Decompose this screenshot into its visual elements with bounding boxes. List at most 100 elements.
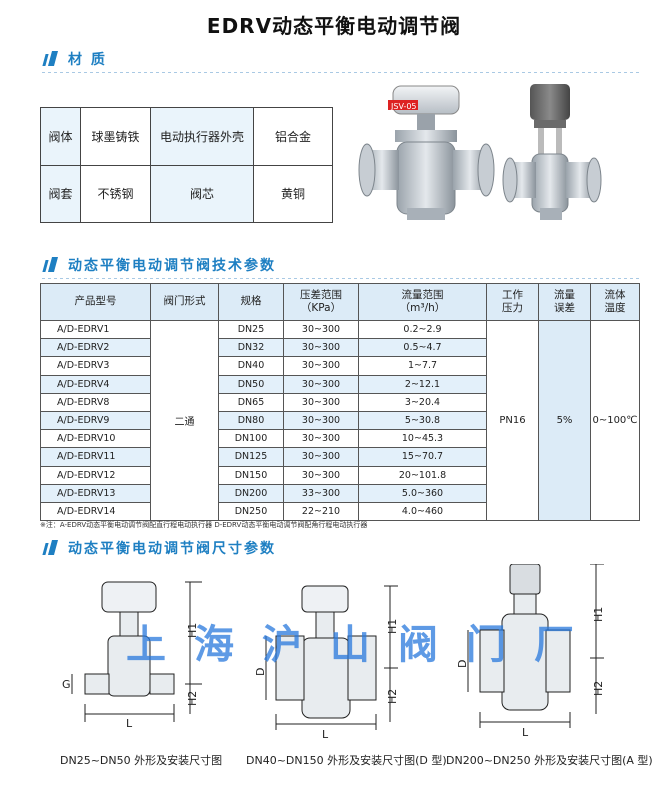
cell-valve-form: 二通	[150, 319, 219, 522]
cell-size: DN150	[218, 465, 284, 485]
column-header-size: 规格	[218, 283, 284, 321]
cell-flow: 3~20.4	[358, 392, 487, 412]
cell-model: A/D-EDRV14	[40, 501, 151, 522]
section-marker-icon	[42, 256, 60, 274]
dim-label-d: D	[456, 660, 469, 668]
section-divider	[42, 72, 642, 73]
cell-flow: 10~45.3	[358, 429, 487, 449]
cell-flow: 0.5~4.7	[358, 338, 487, 358]
material-table: 阀体 球墨铸铁 电动执行器外壳 铝合金 阀套 不锈钢 阀芯 黄铜	[40, 107, 333, 223]
cell-model: A/D-EDRV11	[40, 447, 151, 467]
cell-pressure: 30~300	[283, 338, 359, 358]
dim-label-h2: H2	[592, 681, 605, 696]
cell-pressure: 30~300	[283, 465, 359, 485]
cell-flow: 15~70.7	[358, 447, 487, 467]
dim-label-h1: H1	[592, 607, 605, 622]
cell-flow: 5.0~360	[358, 483, 487, 503]
dim-label-h2: H2	[186, 691, 199, 706]
drawing-dn200-dn250	[467, 564, 604, 728]
cell-size: DN200	[218, 483, 284, 503]
cell-size: DN32	[218, 338, 284, 358]
cell-flow: 1~7.7	[358, 356, 487, 376]
column-header-fluid-temp: 流体温度	[590, 283, 640, 321]
cell-size: DN40	[218, 356, 284, 376]
actuator-label: JSV-05	[390, 102, 417, 111]
dim-label-d: D	[254, 668, 267, 676]
dim-label-l: L	[322, 728, 329, 741]
section-marker-icon	[42, 50, 60, 68]
valve-photo-linear	[502, 84, 602, 220]
cell-model: A/D-EDRV10	[40, 429, 151, 449]
cell-pressure: 30~300	[283, 356, 359, 376]
cell-size: DN250	[218, 501, 284, 522]
dim-label-h1: H1	[386, 619, 399, 634]
section-header-spec: 动态平衡电动调节阀技术参数	[42, 254, 276, 276]
cell-size: DN65	[218, 392, 284, 412]
dim-label-g: G	[62, 678, 71, 691]
cell-model: A/D-EDRV8	[40, 392, 151, 412]
cell-flow: 20~101.8	[358, 465, 487, 485]
table-cell: 阀体	[40, 107, 81, 166]
section-marker-icon	[42, 539, 60, 557]
column-header-model: 产品型号	[40, 283, 151, 321]
cell-pressure: 33~300	[283, 483, 359, 503]
table-cell: 铝合金	[253, 107, 333, 166]
table-row: A/D-EDRV1 二通 DN25 30~300 0.2~2.9 PN16 5%…	[40, 319, 640, 522]
cell-model: A/D-EDRV4	[40, 374, 151, 394]
spec-table: 产品型号 阀门形式 规格 压差范围（KPa） 流量范围（m³/h） 工作压力 流…	[40, 283, 640, 522]
cell-pressure: 30~300	[283, 319, 359, 340]
table-cell: 不锈钢	[80, 164, 151, 223]
cell-size: DN80	[218, 410, 284, 431]
table-row: 阀套 不锈钢 阀芯 黄铜	[40, 164, 333, 223]
drawing-dn25-dn50	[71, 581, 202, 722]
section-title: 材 质	[68, 52, 107, 68]
column-header-flow-error: 流量误差	[538, 283, 591, 321]
dim-label-h2: H2	[386, 689, 399, 704]
cell-pressure: 30~300	[283, 447, 359, 467]
table-row: 阀体 球墨铸铁 电动执行器外壳 铝合金	[40, 107, 333, 166]
cell-flow: 4.0~460	[358, 501, 487, 522]
drawing-dn40-dn150	[265, 585, 398, 730]
cell-pressure: 30~300	[283, 374, 359, 394]
cell-pressure: 30~300	[283, 410, 359, 431]
cell-model: A/D-EDRV13	[40, 483, 151, 503]
column-header-flow-range: 流量范围（m³/h）	[358, 283, 487, 321]
dimension-drawings: H1 H2 L G H1 H2 L D H1 H2 L D	[62, 564, 605, 741]
table-cell: 电动执行器外壳	[150, 107, 254, 166]
page-title: EDRV动态平衡电动调节阀	[206, 14, 462, 38]
cell-pressure: 30~300	[283, 429, 359, 449]
table-header-row: 产品型号 阀门形式 规格 压差范围（KPa） 流量范围（m³/h） 工作压力 流…	[40, 283, 640, 321]
cell-flow: 2~12.1	[358, 374, 487, 394]
section-header-material: 材 质	[42, 48, 107, 70]
valve-photo-rotary: JSV-05	[358, 85, 495, 220]
section-divider	[42, 278, 642, 279]
table-footnote: ※注：A-EDRV动态平衡电动调节阀配直行程电动执行器 D-EDRV动态平衡电动…	[40, 521, 368, 529]
cell-work-pressure: PN16	[486, 319, 539, 522]
dim-label-l: L	[126, 717, 133, 730]
watermark-text: 上海沪山阀门厂	[126, 621, 602, 668]
table-cell: 黄铜	[253, 164, 333, 223]
column-header-work-pressure: 工作压力	[486, 283, 539, 321]
section-title: 动态平衡电动调节阀技术参数	[68, 258, 276, 274]
caption-dn200-dn250: DN200~DN250 外形及安装尺寸图(A 型)	[446, 754, 653, 767]
section-header-dimensions: 动态平衡电动调节阀尺寸参数	[42, 537, 276, 559]
dim-label-l: L	[522, 726, 529, 739]
cell-flow: 5~30.8	[358, 410, 487, 431]
cell-size: DN100	[218, 429, 284, 449]
cell-model: A/D-EDRV1	[40, 319, 151, 340]
cell-model: A/D-EDRV12	[40, 465, 151, 485]
cell-model: A/D-EDRV2	[40, 338, 151, 358]
column-header-form: 阀门形式	[150, 283, 219, 321]
table-cell: 球墨铸铁	[80, 107, 151, 166]
caption-dn40-dn150: DN40~DN150 外形及安装尺寸图(D 型)	[246, 754, 447, 767]
